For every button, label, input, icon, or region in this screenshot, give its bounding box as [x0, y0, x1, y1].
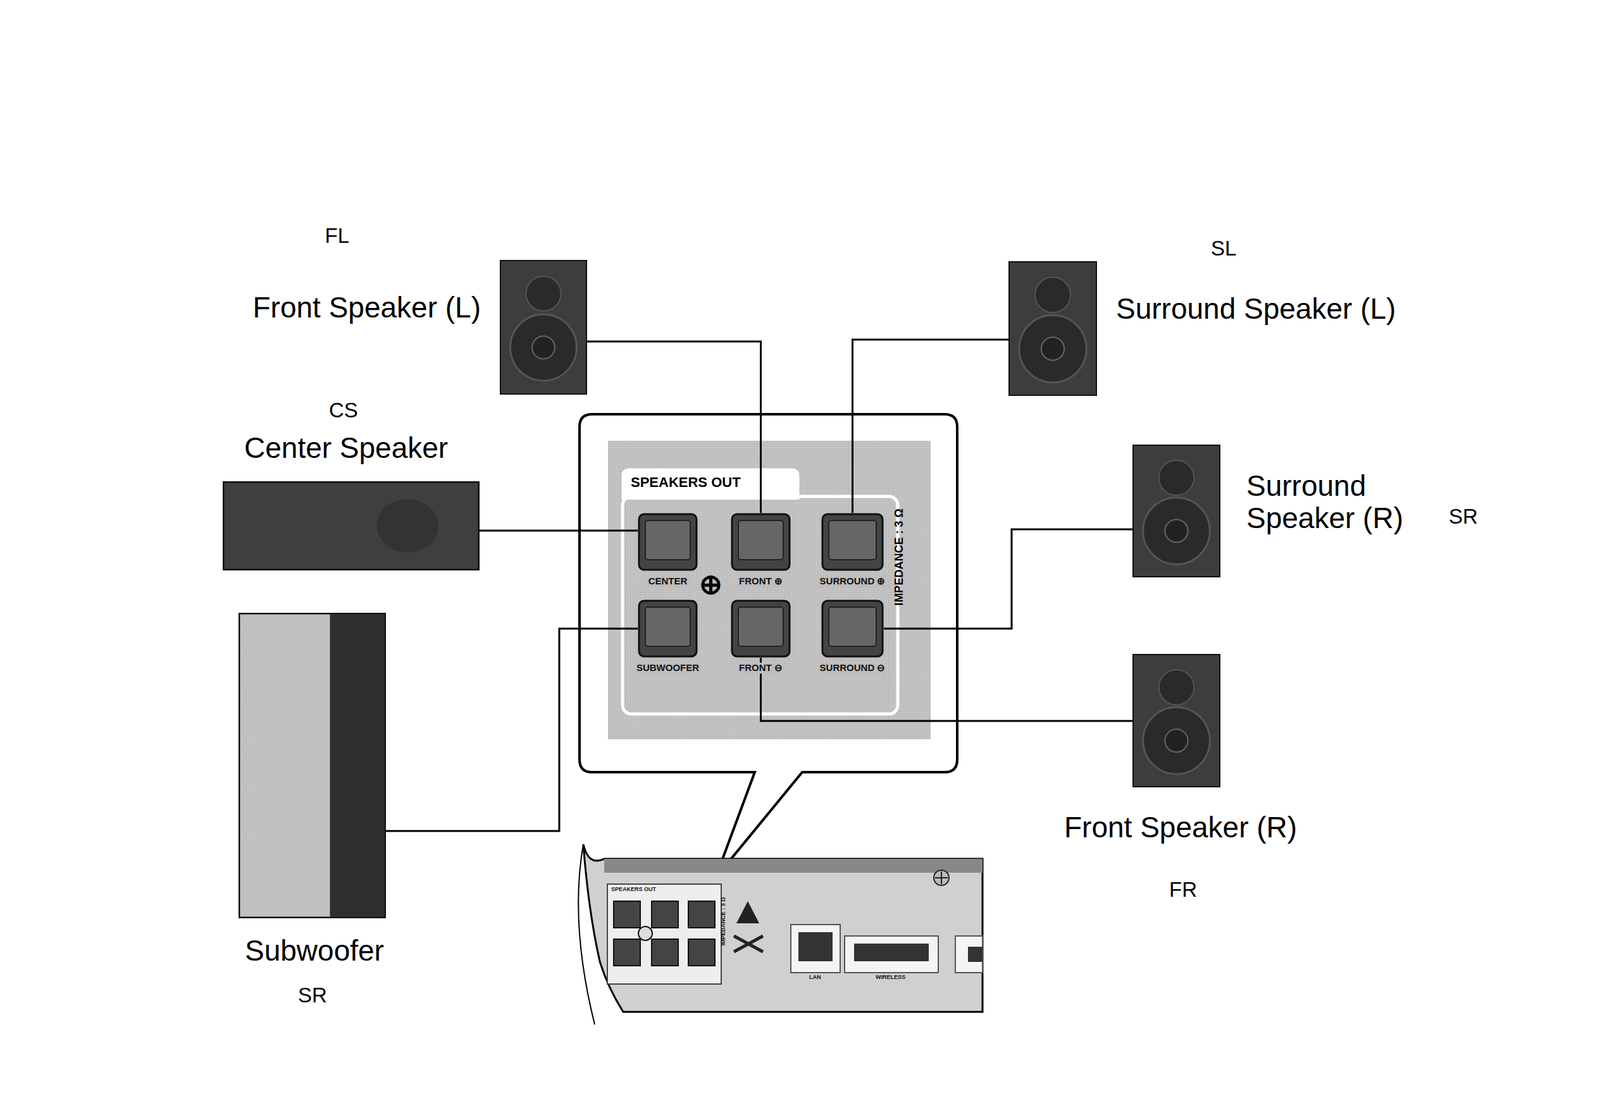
rear-terminal-block — [607, 884, 722, 985]
speaker-code: SL — [1210, 237, 1237, 261]
surround-speaker-left: SLSurround Speaker (L) — [1008, 261, 1098, 397]
terminal-label: FRONT ⊕ — [737, 576, 784, 588]
terminal-surround-plus: SURROUND ⊕ — [821, 513, 884, 572]
speaker-code: FL — [324, 224, 350, 248]
rear-label: LAN — [809, 974, 822, 982]
center-speaker: CSCenter Speaker — [222, 481, 480, 571]
rear-band — [604, 859, 983, 874]
terminal-label: SUBWOOFER — [635, 663, 701, 674]
panel-plate — [607, 440, 931, 740]
speaker-wire — [852, 339, 1010, 514]
center-shape — [222, 481, 480, 571]
terminal-label: FRONT ⊖ — [737, 663, 784, 674]
lan-port — [798, 932, 833, 962]
term-shape — [821, 513, 884, 572]
speaker-name: Surround Speaker (L) — [1116, 292, 1396, 326]
term-shape — [730, 599, 791, 658]
screw-cross — [935, 871, 948, 885]
port-frame — [955, 936, 983, 974]
speaker-code: FR — [1169, 878, 1197, 902]
sub-shape — [238, 613, 386, 919]
speaker-code: SR — [297, 984, 328, 1008]
speaker-code: SR — [1448, 505, 1478, 529]
speaker-shape — [499, 260, 588, 395]
speaker-name: Center Speaker — [244, 432, 448, 465]
polarity-symbol: ⊕ — [699, 569, 723, 600]
speaker-wire — [761, 657, 1134, 722]
subwoofer: SubwooferSR — [238, 613, 386, 919]
surround-speaker-right: Surround Speaker (R)SR — [1132, 444, 1221, 578]
rear-label: WIRELESS — [875, 974, 906, 982]
screw — [933, 870, 949, 886]
speaker-name: Front Speaker (R) — [1064, 811, 1297, 844]
speaker-shape — [1132, 444, 1221, 578]
speaker-wire — [479, 530, 638, 533]
front-speaker-left: FLFront Speaker (L) — [499, 260, 588, 395]
term-shape — [637, 599, 698, 658]
wireless-frame — [844, 936, 939, 974]
terminal-subwoofer: SUBWOOFER — [637, 599, 698, 658]
panel-label: IMPEDANCE : 3 Ω — [893, 508, 906, 606]
wireless-port — [854, 943, 929, 962]
terminal-surround-minus: SURROUND ⊖ — [821, 599, 884, 658]
front-speaker-right: Front Speaker (R)FR — [1132, 654, 1221, 788]
speaker-name: Subwoofer — [244, 935, 385, 968]
callout-frame — [579, 414, 958, 879]
rear-terminals — [613, 901, 715, 967]
panel-tab — [622, 469, 799, 500]
speakers-out-panel: SPEAKERS OUT IMPEDANCE : 3 Ω CENTER FRONT ⊕… — [607, 440, 931, 740]
rear-panel — [583, 844, 983, 1013]
term-shape — [821, 599, 884, 658]
terminal-label: CENTER — [647, 576, 689, 588]
lan-port-frame — [790, 924, 841, 974]
rear-label: SPEAKERS OUT — [611, 886, 657, 894]
speaker-wire — [385, 628, 638, 832]
panel-label: SPEAKERS OUT — [630, 475, 741, 491]
rear-plus — [638, 926, 653, 941]
term-shape — [730, 513, 791, 572]
rear-panel-edge — [578, 844, 595, 1025]
warning-icon — [733, 901, 763, 953]
rear-label: IMPEDANCE : 3 Ω — [720, 897, 727, 947]
speaker-code: CS — [328, 399, 359, 422]
speaker-name: Front Speaker (L) — [253, 291, 481, 324]
port — [967, 947, 983, 963]
terminal-front-minus: FRONT ⊖ — [730, 599, 791, 658]
speaker-shape — [1008, 261, 1098, 397]
speaker-name: Surround Speaker (R) — [1246, 470, 1418, 534]
speaker-wire — [883, 529, 1133, 629]
term-shape — [637, 513, 698, 572]
speaker-shape — [1132, 654, 1221, 788]
terminal-front-plus: FRONT ⊕ — [730, 513, 791, 572]
terminal-label: SURROUND ⊕ — [818, 576, 887, 588]
terminal-center: CENTER — [637, 513, 698, 572]
speaker-wire — [587, 341, 762, 514]
terminal-label: SURROUND ⊖ — [818, 663, 887, 674]
